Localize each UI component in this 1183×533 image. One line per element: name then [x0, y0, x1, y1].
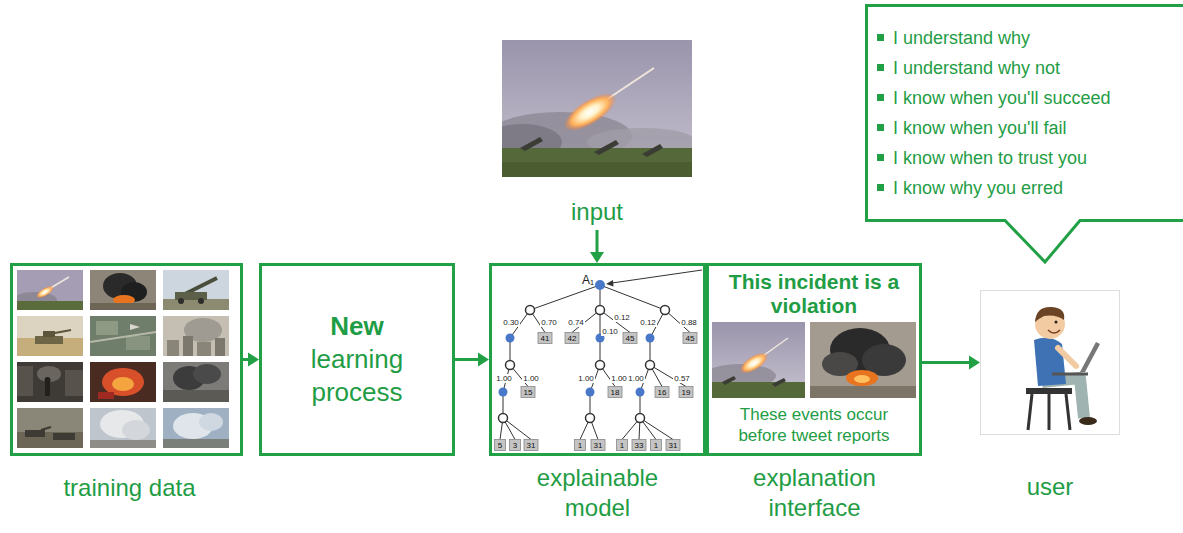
panel-label: training data [0, 474, 266, 502]
leaf-value: 5 [498, 441, 502, 450]
bubble-item: I know when to trust you [893, 143, 1183, 173]
input-label: input [502, 198, 692, 226]
leaf-value: 1 [578, 441, 582, 450]
flow-arrow [590, 230, 604, 263]
leaf-value: 33 [635, 441, 644, 450]
bubble-item: I know when you'll succeed [893, 83, 1183, 113]
evidence-photo [704, 322, 805, 398]
leaf-value: 3 [513, 441, 517, 450]
leaf-value: 15 [524, 388, 533, 397]
panel-label: explanation interface [726, 463, 903, 523]
model-box: explainable model [489, 263, 706, 456]
leaf-value: 42 [568, 334, 577, 343]
speech-bubble: I understand whyI understand why notI kn… [865, 4, 1183, 222]
arrow-head [590, 252, 604, 263]
explanation-box: This incident is a violationThese events… [706, 263, 922, 456]
weight-label: 0.12 [613, 313, 631, 322]
node-label: A₁ [582, 274, 594, 287]
leaf-value: 1 [620, 441, 624, 450]
input-photo [482, 40, 697, 177]
weight-label: 0.10 [601, 327, 619, 336]
training-thumbnails [13, 270, 229, 448]
weight-label: 1.00 [610, 374, 628, 383]
bubble-item: I understand why [893, 23, 1183, 53]
user-cartoon [981, 291, 1120, 435]
leaf-value: 31 [669, 441, 678, 450]
leaf-value: 16 [658, 388, 667, 397]
bubble-item: I know when you'll fail [893, 113, 1183, 143]
evidence-photo [810, 322, 916, 398]
bubble-item: I understand why not [893, 53, 1183, 83]
input-image: input [502, 40, 692, 230]
leaf-value: 31 [594, 441, 603, 450]
flow-arrow [455, 353, 489, 367]
user-label: user [960, 473, 1140, 501]
process-heading: New [330, 310, 383, 343]
weight-label: 0.70 [540, 318, 558, 327]
weight-label: 0.57 [673, 374, 691, 383]
and-or-graph [500, 270, 702, 440]
leaf-value: 45 [626, 334, 635, 343]
leaf-boxes [495, 333, 698, 451]
arrow-head [969, 356, 980, 370]
flow-line [922, 361, 970, 364]
leaf-value: 45 [686, 334, 695, 343]
explanation-text: These events occur before tweet reports [724, 404, 904, 446]
leaf-value: 18 [611, 388, 620, 397]
flow-line [596, 230, 599, 253]
process-text: learning process [287, 343, 427, 409]
and-nodes [499, 280, 655, 397]
bubble-item: I know why you erred [893, 173, 1183, 203]
weight-label: 1.00 [522, 374, 540, 383]
explanation-heading: This incident is a violation [715, 270, 913, 318]
process-box: Newlearning process [259, 263, 455, 456]
weight-label: 0.74 [567, 318, 585, 327]
flow-line [455, 358, 479, 361]
user-figure: user [980, 290, 1120, 435]
arrow-head [248, 353, 259, 367]
leaf-value: 1 [654, 441, 658, 450]
weight-label: 1.00 [627, 374, 645, 383]
weight-label: 0.12 [639, 318, 657, 327]
arrow-head [478, 353, 489, 367]
flow-arrow [243, 353, 259, 367]
leaf-value: 41 [541, 334, 550, 343]
bubble-outline [867, 6, 1183, 263]
weight-label: 1.00 [577, 374, 595, 383]
weight-label: 0.88 [680, 318, 698, 327]
leaf-value: 19 [682, 388, 691, 397]
or-nodes [499, 306, 670, 423]
arrow-head [606, 280, 614, 287]
flow-arrow [922, 356, 980, 370]
panel-label: explainable model [509, 463, 686, 523]
training-data-panel: training data [10, 263, 243, 456]
leaf-value: 31 [527, 441, 536, 450]
weight-label: 0.30 [502, 318, 520, 327]
weight-label: 1.00 [495, 374, 513, 383]
